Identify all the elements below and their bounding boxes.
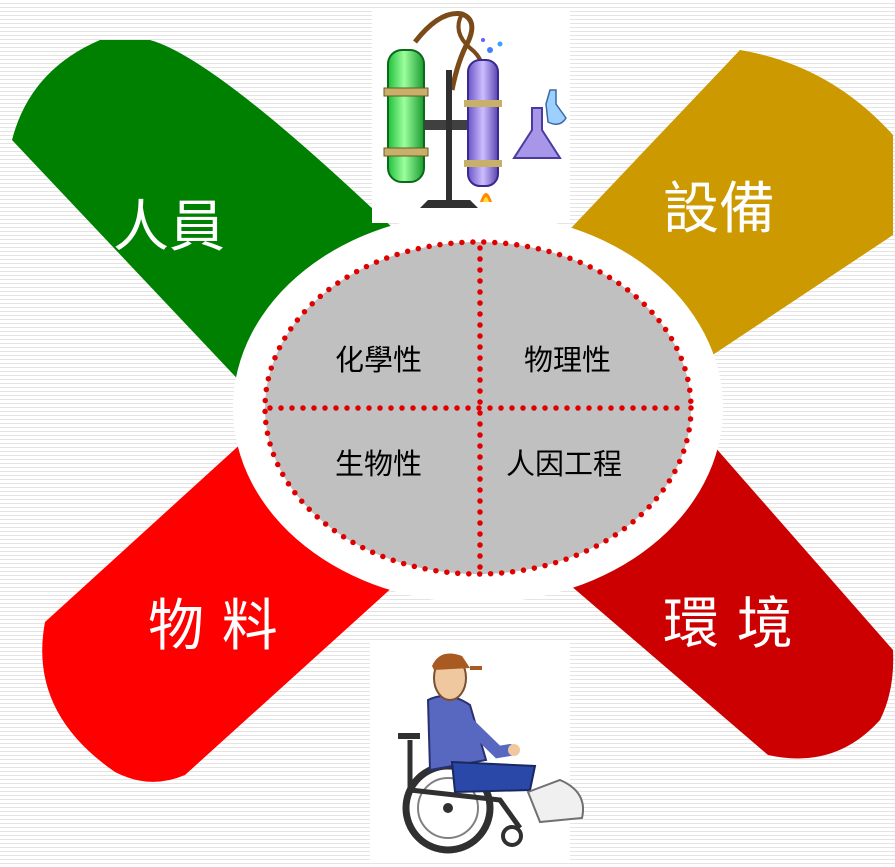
quadrant-physical: 物理性 bbox=[524, 343, 611, 377]
arm-materials-label: 物 料 bbox=[148, 594, 278, 659]
quadrant-biological: 生物性 bbox=[335, 447, 422, 481]
center-hazard-circle: 化學性 物理性 生物性 人因工程 bbox=[262, 239, 694, 577]
arm-environment-label: 環 境 bbox=[663, 592, 793, 657]
arm-equipment-label: 設備 bbox=[663, 177, 775, 242]
quadrant-ergonomic: 人因工程 bbox=[506, 447, 622, 481]
quadrant-chemical: 化學性 bbox=[335, 343, 422, 377]
arm-personnel-label: 人員 bbox=[113, 195, 225, 260]
chemistry-apparatus-icon bbox=[372, 8, 570, 223]
wheelchair-person-icon bbox=[370, 640, 584, 860]
